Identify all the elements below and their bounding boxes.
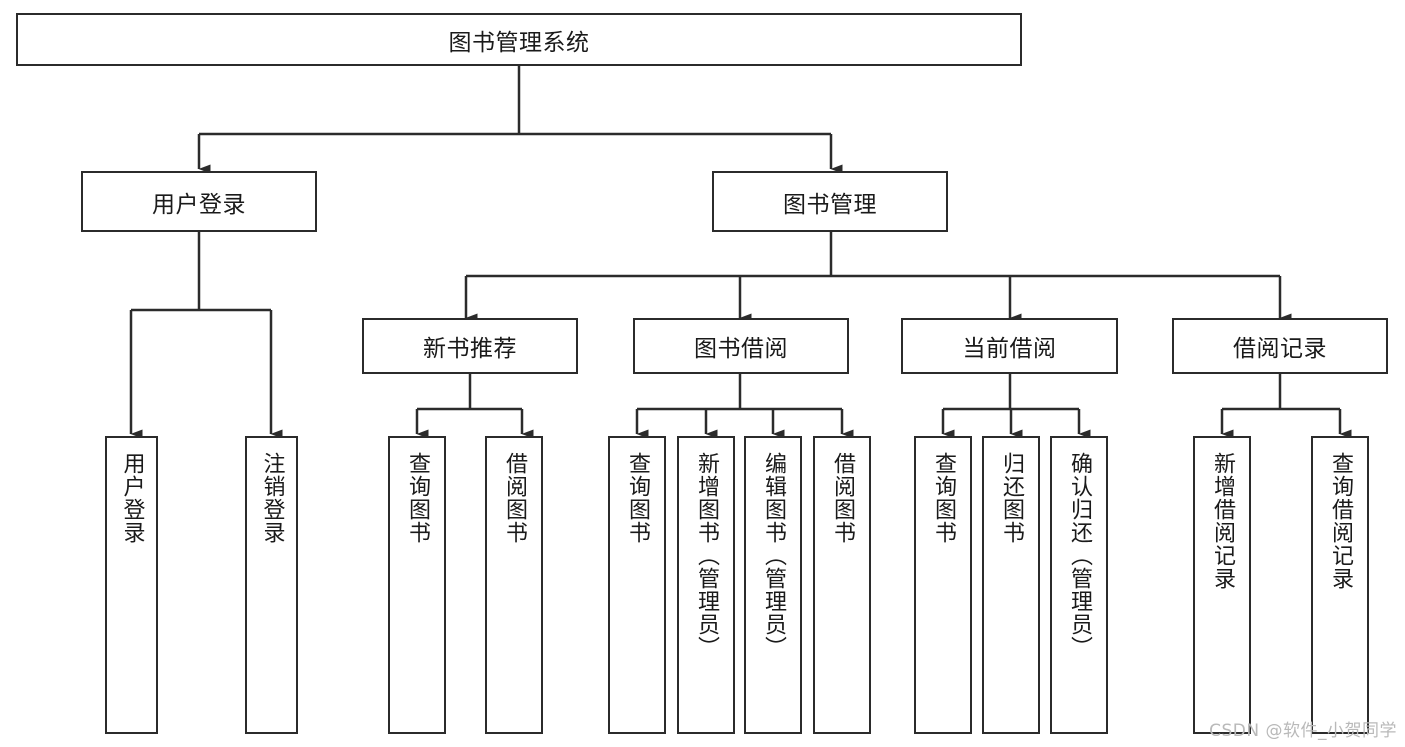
node-label: 图书管理 xyxy=(783,191,877,218)
node-root-system[interactable]: 图书管理系统 xyxy=(16,13,1022,66)
leaf-new-book-borrow[interactable]: 借阅图书 xyxy=(485,436,543,734)
node-label: 用户登录 xyxy=(119,452,145,544)
leaf-borrow-edit-book-admin[interactable]: 编辑图书（管理员） xyxy=(744,436,802,734)
leaf-record-query-record[interactable]: 查询借阅记录 xyxy=(1311,436,1369,734)
leaf-current-query-book[interactable]: 查询图书 xyxy=(914,436,972,734)
leaf-user-login-logout[interactable]: 注销登录 xyxy=(245,436,298,734)
node-label: 新增借阅记录 xyxy=(1209,452,1235,590)
node-borrow-record[interactable]: 借阅记录 xyxy=(1172,318,1388,374)
node-label: 归还图书 xyxy=(998,452,1024,544)
leaf-current-confirm-return-admin[interactable]: 确认归还（管理员） xyxy=(1050,436,1108,734)
leaf-user-login-login[interactable]: 用户登录 xyxy=(105,436,158,734)
node-label: 借阅图书 xyxy=(829,452,855,544)
node-new-book-recommend[interactable]: 新书推荐 xyxy=(362,318,578,374)
leaf-record-add-record[interactable]: 新增借阅记录 xyxy=(1193,436,1251,734)
node-current-borrow[interactable]: 当前借阅 xyxy=(901,318,1118,374)
leaf-borrow-borrow-book[interactable]: 借阅图书 xyxy=(813,436,871,734)
leaf-borrow-query-book[interactable]: 查询图书 xyxy=(608,436,666,734)
node-label: 图书借阅 xyxy=(694,336,788,362)
node-label: 图书管理系统 xyxy=(448,29,590,56)
node-label: 新增图书（管理员） xyxy=(693,452,719,659)
node-label: 用户登录 xyxy=(152,191,246,218)
node-user-login[interactable]: 用户登录 xyxy=(81,171,317,232)
node-label: 新书推荐 xyxy=(423,336,517,362)
node-label: 确认归还（管理员） xyxy=(1066,452,1092,659)
node-book-management[interactable]: 图书管理 xyxy=(712,171,948,232)
node-label: 查询图书 xyxy=(624,452,650,544)
node-label: 查询借阅记录 xyxy=(1327,452,1353,590)
node-label: 注销登录 xyxy=(259,452,285,544)
node-label: 借阅记录 xyxy=(1233,336,1327,362)
leaf-current-return-book[interactable]: 归还图书 xyxy=(982,436,1040,734)
node-label: 借阅图书 xyxy=(501,452,527,544)
node-label: 编辑图书（管理员） xyxy=(760,452,786,659)
node-book-borrow[interactable]: 图书借阅 xyxy=(633,318,849,374)
node-label: 查询图书 xyxy=(930,452,956,544)
node-label: 当前借阅 xyxy=(962,336,1057,362)
leaf-borrow-add-book-admin[interactable]: 新增图书（管理员） xyxy=(677,436,735,734)
node-label: 查询图书 xyxy=(404,452,430,544)
leaf-new-book-query[interactable]: 查询图书 xyxy=(388,436,446,734)
